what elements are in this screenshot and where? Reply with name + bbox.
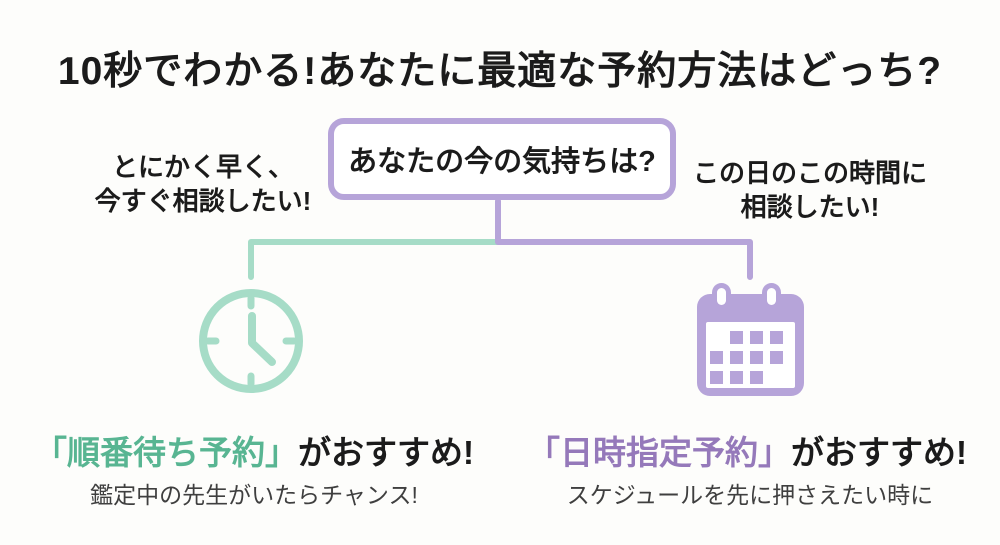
recommendation-right-highlight: 「日時指定予約」 — [527, 434, 791, 471]
recommendation-right-suffix: がおすすめ! — [791, 434, 967, 471]
recommendation-right-note: スケジュールを先に押さえたい時に — [566, 482, 934, 508]
page-title: 10秒でわかる!あなたに最適な予約方法はどっち? — [57, 50, 943, 93]
calendar-icon — [697, 283, 804, 396]
right-prompt-line2: 相談したい! — [740, 192, 880, 223]
left-prompt-line2: 今すぐ相談したい! — [94, 186, 312, 217]
left-branch-prompt: とにかく早く、 今すぐ相談したい! — [73, 150, 333, 219]
question-box-label: あなたの今の気持ちは? — [348, 146, 656, 178]
recommendation-left-highlight: 「順番待ち予約」 — [34, 434, 298, 471]
branch-right-line — [495, 198, 753, 280]
question-box: あなたの今の気持ちは? — [328, 118, 676, 200]
recommendation-left-note: 鑑定中の先生がいたらチャンス! — [90, 482, 418, 508]
left-prompt-line1: とにかく早く、 — [111, 152, 294, 182]
right-branch-prompt: この日のこの時間に 相談したい! — [680, 156, 940, 225]
branch-left-line — [248, 239, 501, 280]
recommendation-right: 「日時指定予約」がおすすめ! — [497, 426, 997, 474]
recommendation-left: 「順番待ち予約」がおすすめ! — [4, 426, 504, 474]
right-prompt-line1: この日のこの時間に — [692, 158, 927, 188]
recommendation-left-suffix: がおすすめ! — [298, 434, 474, 471]
clock-icon — [199, 289, 303, 393]
